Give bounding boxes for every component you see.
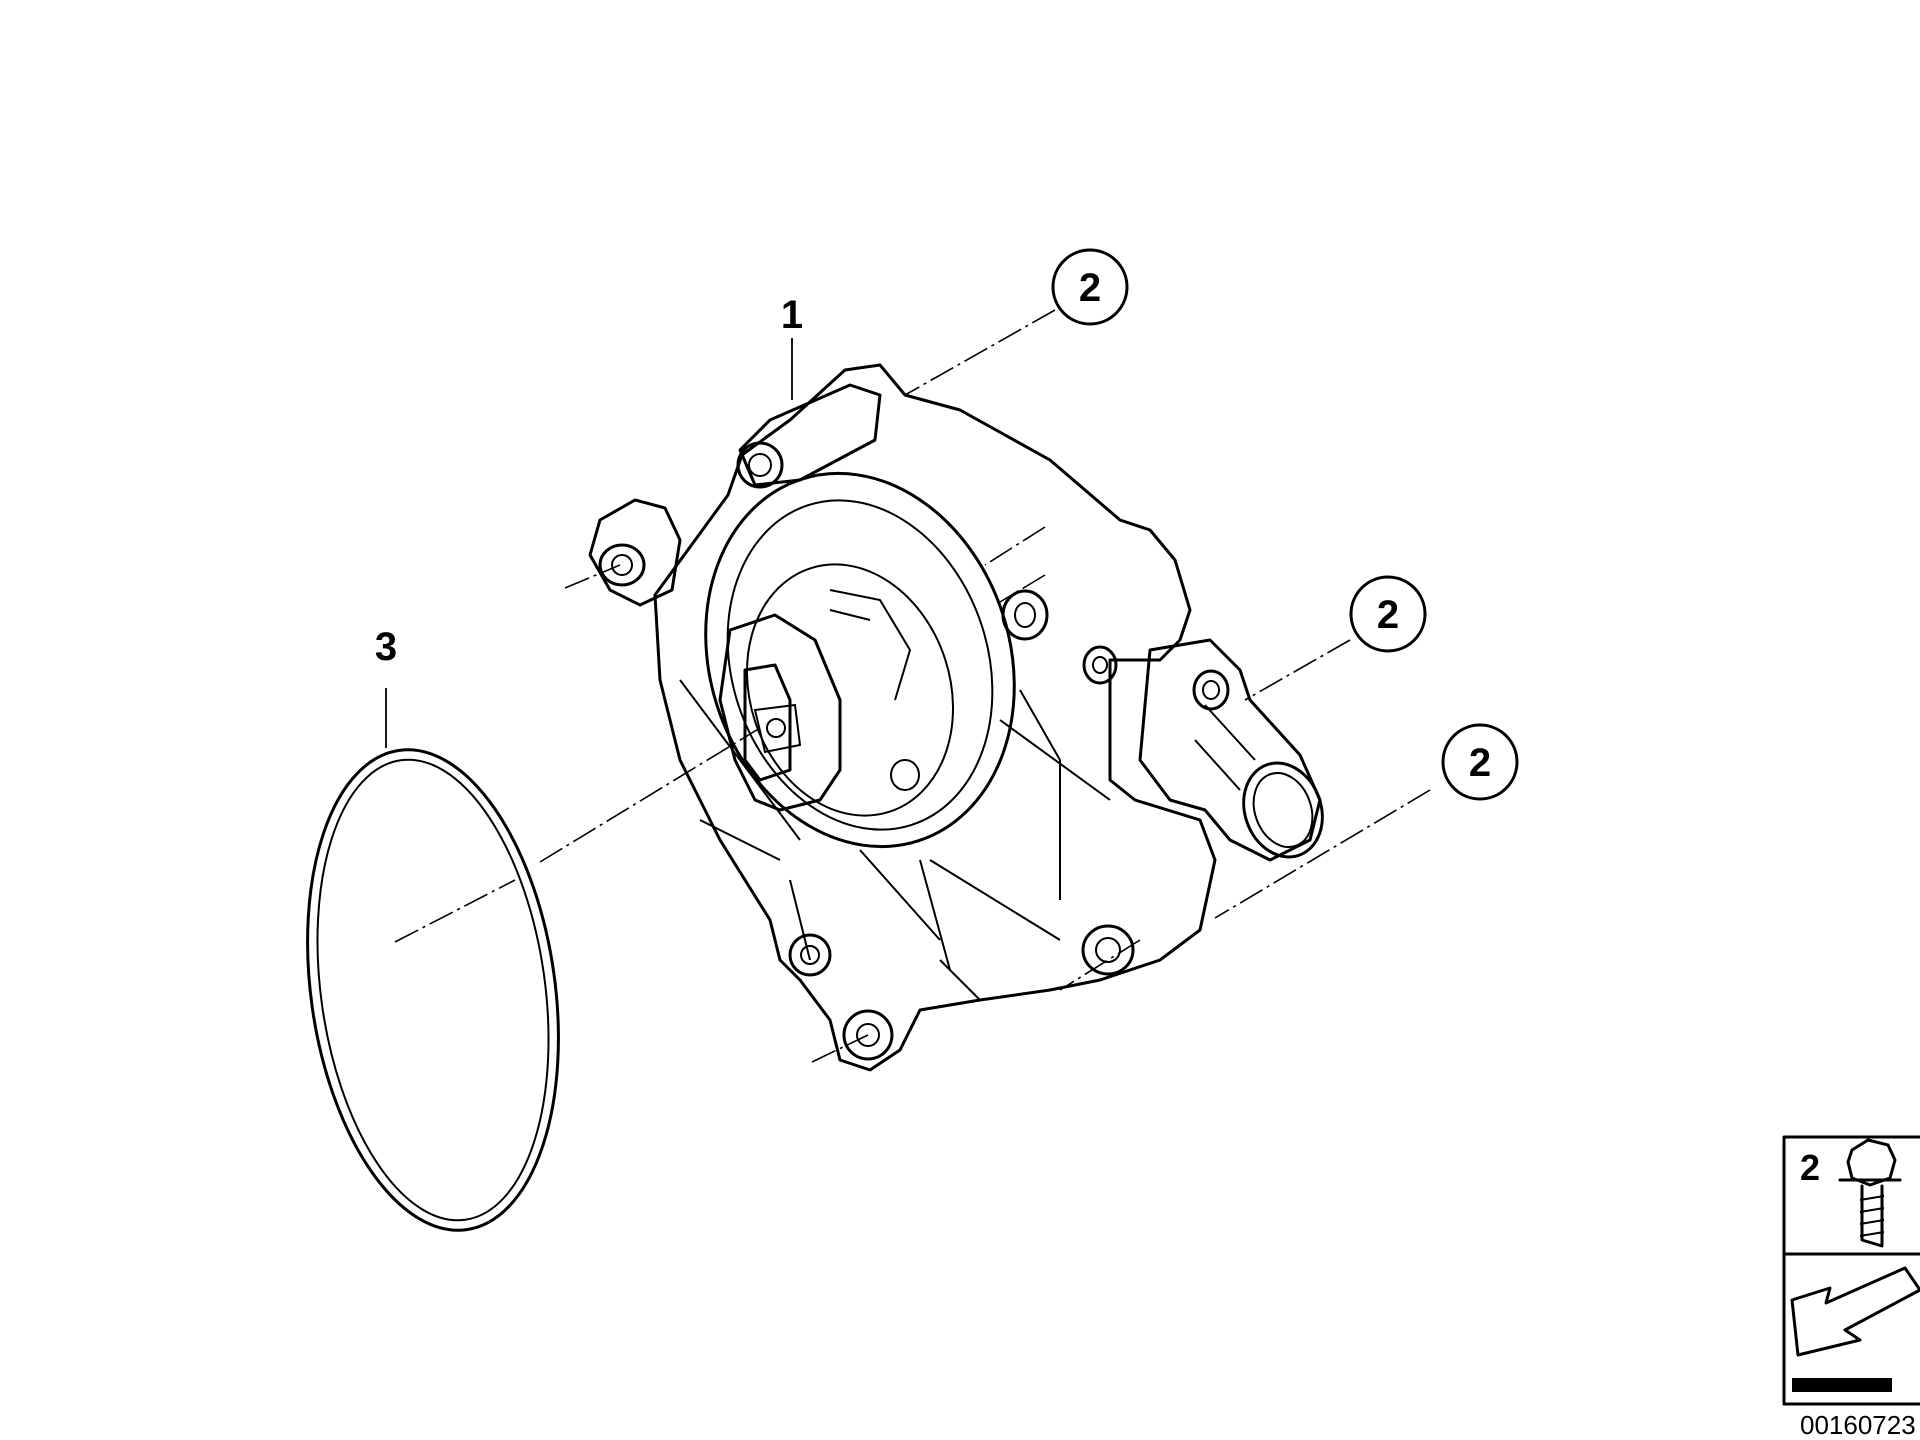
o-ring-seal	[306, 748, 560, 1232]
callout-1: 1	[781, 293, 803, 337]
reference-arrow-icon	[1790, 1266, 1920, 1392]
callout-3: 3	[375, 625, 397, 669]
callout-label: 2	[1079, 266, 1101, 310]
leader-lines	[385, 309, 1431, 1063]
callout-label: 2	[1469, 741, 1491, 785]
drawing-number: 00160723	[1800, 1410, 1916, 1440]
bolt-icon	[1838, 1138, 1902, 1248]
callout-label: 1	[781, 293, 803, 337]
callout-label: 3	[375, 625, 397, 669]
legend-item-number: 2	[1800, 1147, 1820, 1188]
legend-box: 2	[1782, 1135, 1920, 1406]
callout-2-top: 2	[1051, 248, 1129, 326]
vacuum-pump	[588, 363, 1324, 1072]
callout-2-lower: 2	[1441, 723, 1519, 801]
callout-label: 2	[1377, 593, 1399, 637]
callout-2-middle: 2	[1349, 575, 1427, 653]
